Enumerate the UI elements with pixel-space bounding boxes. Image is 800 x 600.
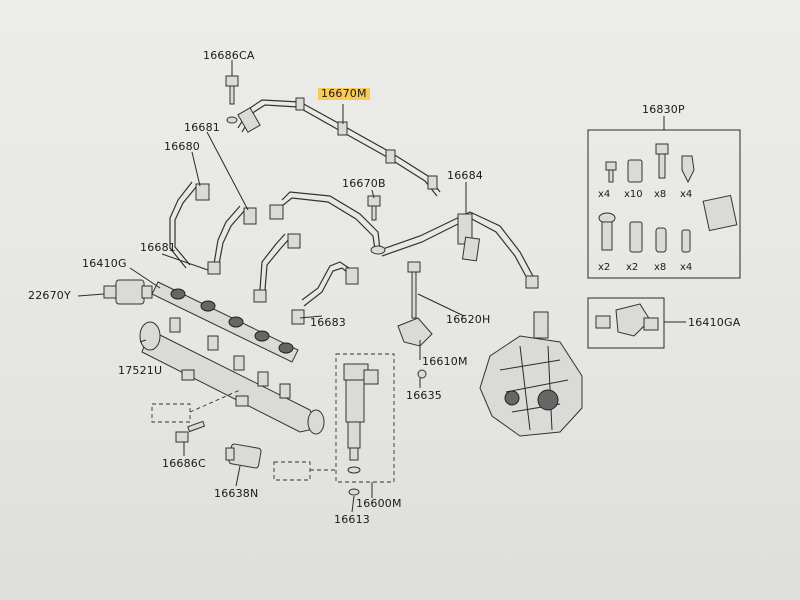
label-16686c: 16686C [162,457,206,470]
return-pipe [237,97,441,197]
label-16600m: 16600M [356,497,402,510]
kit-qty-bottom-1: x2 [598,262,611,273]
kit-qty-top-3: x8 [654,189,667,200]
kit-qty-top-1: x4 [598,189,611,200]
label-22670y: 22670Y [28,289,71,302]
kit-qty-top-4: x4 [680,189,693,200]
label-16680: 16680 [164,140,200,153]
kit-box-16830p [587,129,741,279]
high-pressure-pipes [169,181,539,325]
bolt-16686c [175,420,206,443]
kit-qty-bottom-4: x4 [680,262,693,273]
label-16410ga: 16410GA [688,316,741,329]
label-16681-top: 16681 [184,121,220,134]
kit-qty-top-2: x10 [624,189,643,200]
leader-lines [77,60,686,513]
label-16684: 16684 [447,169,483,182]
high-pressure-pump [479,311,583,437]
sensor-16638n [225,443,262,469]
kit-box-16410ga [587,297,665,349]
injector-16600m [335,353,427,496]
label-16686ca: 16686CA [203,49,255,62]
seal-strip-16410g [151,281,299,363]
label-16638n: 16638N [214,487,259,500]
label-16613: 16613 [334,513,370,526]
label-16670b: 16670B [342,177,386,190]
label-16830p: 16830P [642,103,685,116]
label-16681-bottom: 16681 [140,241,176,254]
clamp-16610m [397,317,433,347]
clamp-16684 [457,213,481,262]
sensor-22670y [103,279,153,305]
label-17521u: 17521U [118,364,163,377]
fuel-rail [139,317,325,435]
bolt-16686ca [225,66,239,124]
kit-qty-bottom-3: x8 [654,262,667,273]
kit-qty-bottom-2: x2 [626,262,639,273]
label-16620h: 16620H [446,313,491,326]
label-16683: 16683 [310,316,346,329]
label-16410g: 16410G [82,257,127,270]
label-16635: 16635 [406,389,442,402]
bolt-16620h [407,261,421,319]
bolt-16670b [367,195,381,221]
label-16610m: 16610M [422,355,468,368]
label-16670m: 16670M [318,88,370,100]
